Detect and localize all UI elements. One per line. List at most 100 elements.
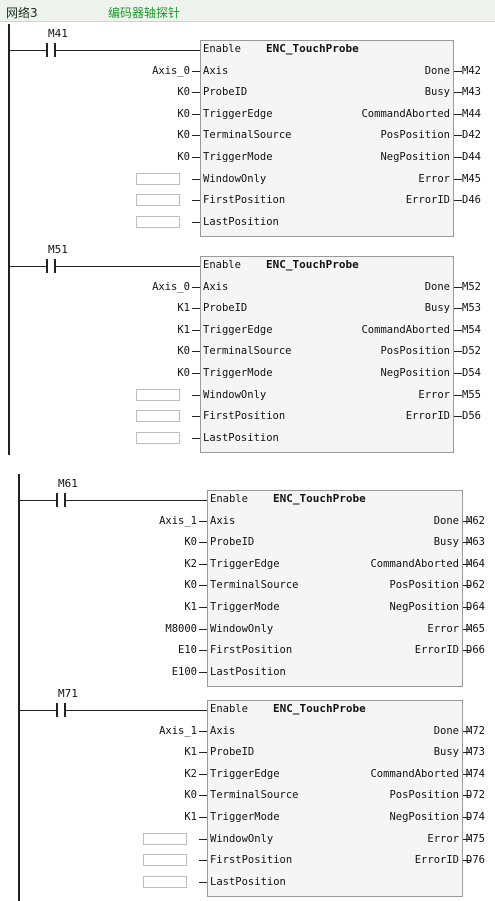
contact-no-symbol[interactable] bbox=[46, 43, 48, 57]
output-variable[interactable]: M72 bbox=[466, 724, 485, 737]
output-variable[interactable]: M74 bbox=[466, 767, 485, 780]
input-value[interactable]: Axis_1 bbox=[159, 514, 197, 527]
input-pin-probeid: ProbeID bbox=[210, 536, 255, 549]
input-value[interactable]: Axis_1 bbox=[159, 724, 197, 737]
pin-wire bbox=[199, 607, 207, 608]
rung-wire bbox=[66, 710, 207, 711]
output-variable[interactable]: M53 bbox=[462, 302, 481, 315]
pin-wire bbox=[199, 752, 207, 754]
empty-input-field[interactable] bbox=[136, 194, 180, 207]
contact-no-symbol[interactable] bbox=[46, 259, 48, 273]
output-variable[interactable]: D64 bbox=[466, 601, 485, 613]
contact-label: M51 bbox=[48, 243, 68, 256]
input-pin-triggermode: TriggerMode bbox=[210, 811, 280, 823]
empty-input-field[interactable] bbox=[136, 215, 180, 228]
output-variable[interactable]: D44 bbox=[462, 151, 481, 163]
input-value[interactable]: K0 bbox=[177, 107, 190, 120]
contact-no-symbol[interactable] bbox=[54, 43, 56, 57]
output-variable[interactable]: D72 bbox=[466, 789, 485, 802]
input-value[interactable]: E100 bbox=[171, 665, 197, 678]
input-value[interactable]: K0 bbox=[177, 367, 190, 379]
pin-wire bbox=[454, 157, 462, 158]
page-break bbox=[0, 455, 495, 473]
input-value[interactable]: M8000 bbox=[165, 622, 197, 635]
output-variable[interactable]: M65 bbox=[466, 622, 485, 635]
pin-wire bbox=[192, 394, 200, 396]
output-variable[interactable]: M44 bbox=[462, 107, 481, 120]
input-value[interactable]: K0 bbox=[184, 789, 197, 802]
empty-input-field[interactable] bbox=[136, 388, 180, 401]
block-title: ENC_TouchProbe bbox=[273, 702, 366, 715]
input-value[interactable]: K1 bbox=[184, 746, 197, 759]
function-block[interactable] bbox=[207, 490, 463, 687]
output-variable[interactable]: M63 bbox=[466, 536, 485, 549]
output-variable[interactable]: D54 bbox=[462, 367, 481, 379]
network-comment: 编码器轴探针 bbox=[108, 6, 181, 20]
output-variable[interactable]: M52 bbox=[462, 280, 481, 293]
output-variable[interactable]: D52 bbox=[462, 345, 481, 358]
empty-input-field[interactable] bbox=[136, 172, 180, 185]
output-variable[interactable]: M64 bbox=[466, 557, 485, 570]
input-value[interactable]: Axis_0 bbox=[152, 280, 190, 293]
pin-wire bbox=[463, 628, 471, 630]
empty-input-field[interactable] bbox=[143, 854, 187, 867]
input-value[interactable]: K1 bbox=[184, 601, 197, 613]
pin-wire bbox=[199, 542, 207, 544]
output-variable[interactable]: M43 bbox=[462, 86, 481, 99]
output-variable[interactable]: M42 bbox=[462, 64, 481, 77]
empty-input-field[interactable] bbox=[136, 431, 180, 444]
function-block[interactable] bbox=[200, 256, 454, 453]
output-pin-commandaborted: CommandAborted bbox=[370, 767, 459, 780]
input-pin-terminalsource: TerminalSource bbox=[203, 129, 292, 142]
pin-wire bbox=[192, 286, 200, 288]
output-variable[interactable]: D66 bbox=[466, 644, 485, 657]
input-value[interactable]: E10 bbox=[178, 644, 197, 657]
input-value[interactable]: K0 bbox=[184, 536, 197, 549]
input-value[interactable]: K1 bbox=[184, 811, 197, 823]
output-pin-error: Error bbox=[427, 622, 459, 635]
input-pin-triggermode: TriggerMode bbox=[210, 601, 280, 613]
input-value[interactable]: K1 bbox=[177, 323, 190, 336]
pin-wire bbox=[463, 752, 471, 754]
input-pin-firstposition: FirstPosition bbox=[210, 854, 293, 867]
output-variable[interactable]: M55 bbox=[462, 388, 481, 401]
contact-no-symbol[interactable] bbox=[64, 493, 66, 507]
contact-no-symbol[interactable] bbox=[54, 259, 56, 273]
output-variable[interactable]: D46 bbox=[462, 194, 481, 207]
output-variable[interactable]: D62 bbox=[466, 579, 485, 592]
contact-no-symbol[interactable] bbox=[56, 493, 58, 507]
output-variable[interactable]: D76 bbox=[466, 854, 485, 867]
input-value[interactable]: K0 bbox=[184, 579, 197, 592]
contact-no-symbol[interactable] bbox=[64, 703, 66, 717]
input-value[interactable]: K0 bbox=[177, 86, 190, 99]
input-value[interactable]: K1 bbox=[177, 302, 190, 315]
output-pin-errorid: ErrorID bbox=[414, 644, 459, 657]
input-value[interactable]: K0 bbox=[177, 151, 190, 163]
pin-wire bbox=[463, 563, 471, 565]
input-value[interactable]: Axis_0 bbox=[152, 64, 190, 77]
output-pin-busy: Busy bbox=[424, 86, 450, 99]
output-variable[interactable]: D74 bbox=[466, 811, 485, 823]
input-pin-firstposition: FirstPosition bbox=[203, 194, 286, 207]
output-variable[interactable]: M75 bbox=[466, 832, 485, 845]
contact-no-symbol[interactable] bbox=[56, 703, 58, 717]
output-variable[interactable]: M62 bbox=[466, 514, 485, 527]
output-pin-done: Done bbox=[433, 514, 459, 527]
input-value[interactable]: K0 bbox=[177, 129, 190, 142]
empty-input-field[interactable] bbox=[143, 875, 187, 888]
output-variable[interactable]: M54 bbox=[462, 323, 481, 336]
empty-input-field[interactable] bbox=[143, 832, 187, 845]
empty-input-field[interactable] bbox=[136, 410, 180, 423]
rung-wire bbox=[8, 266, 46, 267]
pin-wire bbox=[463, 730, 471, 732]
input-pin-probeid: ProbeID bbox=[203, 86, 248, 99]
input-value[interactable]: K2 bbox=[184, 767, 197, 780]
output-variable[interactable]: D56 bbox=[462, 410, 481, 423]
output-variable[interactable]: M45 bbox=[462, 172, 481, 185]
output-variable[interactable]: D42 bbox=[462, 129, 481, 142]
input-value[interactable]: K0 bbox=[177, 345, 190, 358]
output-variable[interactable]: M73 bbox=[466, 746, 485, 759]
input-value[interactable]: K2 bbox=[184, 557, 197, 570]
function-block[interactable] bbox=[200, 40, 454, 237]
pin-wire bbox=[454, 373, 462, 374]
